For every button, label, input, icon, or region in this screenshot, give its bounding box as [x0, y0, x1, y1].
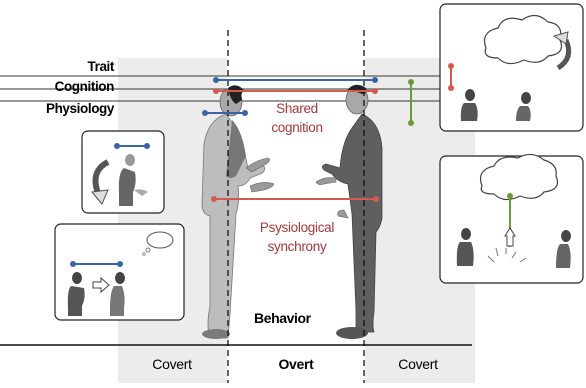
cognition-connection [213, 88, 378, 94]
inset-panel-rotation [81, 130, 165, 214]
inset-panel-transfer [54, 223, 185, 321]
synchrony-line-2: synchrony [267, 239, 327, 254]
physiology-vertical-marker [408, 79, 414, 126]
synchrony-line-1: Psysiological [259, 220, 335, 235]
right-person-figure [315, 84, 383, 339]
covert-left-label: Covert [152, 356, 192, 372]
cognition-label: Cognition [54, 79, 115, 94]
behavior-label: Behavior [254, 310, 311, 326]
shared-cognition-line-2: cognition [271, 120, 323, 135]
trait-connection [213, 77, 378, 83]
physiology-label: Physiology [45, 101, 114, 116]
covert-right-label: Covert [398, 356, 438, 372]
inset-panel-cognition [439, 3, 584, 132]
physiology-connection [211, 196, 379, 202]
overt-label: Overt [278, 356, 314, 372]
shared-cognition-line-1: Shared [276, 101, 318, 116]
trait-self-marker [202, 110, 248, 116]
inset-panel-physiology [439, 153, 584, 284]
trait-label: Trait [87, 59, 114, 74]
synchrony-label: Psysiological synchrony [222, 218, 372, 256]
shared-cognition-label: Shared cognition [222, 99, 372, 137]
